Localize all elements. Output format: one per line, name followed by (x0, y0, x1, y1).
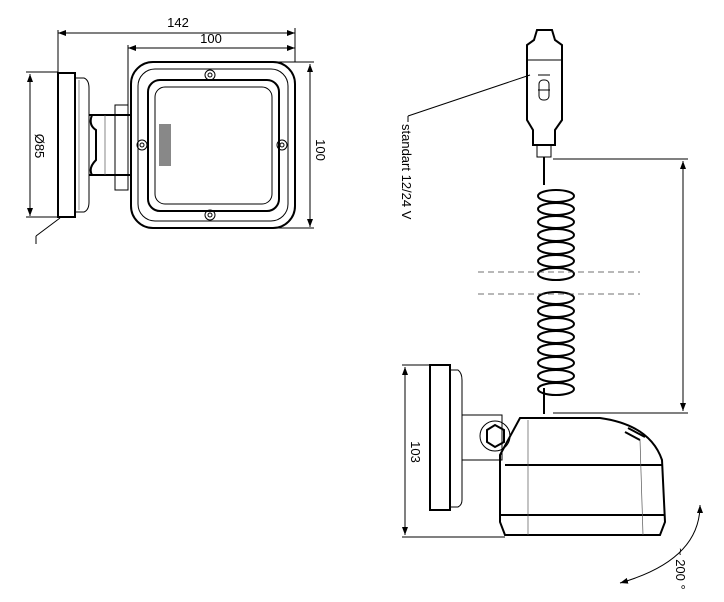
spiral-cord-upper (537, 189, 575, 281)
lamp-housing (130, 61, 296, 229)
rotation-angle: ~ 200 ° (673, 548, 688, 590)
magnetic-base-plate (57, 72, 76, 218)
coil-loop (537, 267, 575, 281)
hex-bolt (486, 423, 505, 449)
coil-loop (537, 356, 575, 370)
cigarette-plug (526, 29, 563, 158)
dimension-100-horizontal: 100 (200, 31, 222, 46)
coil-loop (537, 369, 575, 383)
side-view: standart 12/24 V 103 ~ 200 ° (399, 29, 703, 590)
coil-loop (537, 317, 575, 331)
front-view: 142 100 100 Ø85 (26, 15, 328, 244)
coil-loop (537, 304, 575, 318)
side-lamp-plate (429, 364, 451, 511)
dimension-diameter-85: Ø85 (32, 134, 47, 159)
dimension-100-vertical: 100 (313, 139, 328, 161)
coil-loop (537, 202, 575, 216)
coil-loop (537, 215, 575, 229)
coil-loop (537, 241, 575, 255)
coil-loop (537, 382, 575, 396)
rotation-arrow (619, 504, 703, 584)
coil-loop (537, 228, 575, 242)
brand-plate (159, 124, 171, 166)
lamp-lens (154, 86, 273, 205)
coil-loop (537, 189, 575, 203)
dimension-103: 103 (408, 441, 423, 463)
coil-loop (537, 254, 575, 268)
spiral-cord-lower (537, 291, 575, 396)
mount-bracket (89, 114, 130, 176)
housing-screws (136, 69, 288, 221)
dimension-142: 142 (167, 15, 189, 30)
coil-loop (537, 330, 575, 344)
coil-loop (537, 343, 575, 357)
plug-label: standart 12/24 V (399, 124, 414, 220)
